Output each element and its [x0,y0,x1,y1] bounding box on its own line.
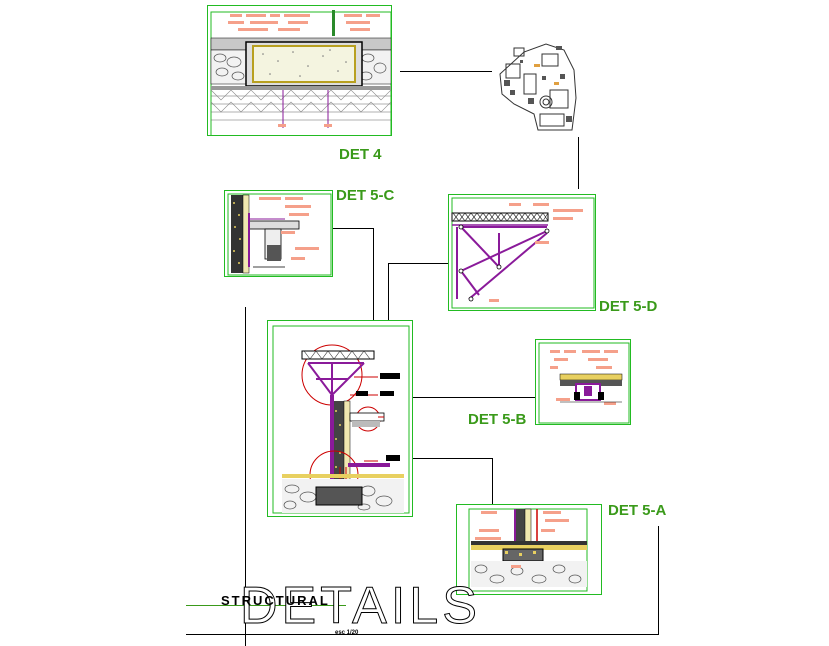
det5a-panel [456,504,602,595]
det5d-panel [448,194,596,311]
det4-drawing [210,10,391,135]
connector-line [388,263,450,264]
det5b-panel [535,339,631,425]
connector-line [400,71,492,72]
det5b-label: DET 5-B [468,411,527,428]
plan-key-thumbnail [494,34,580,134]
det4-panel [207,5,392,136]
title-scale: esc 1/20 [335,630,359,636]
det5a-drawing [468,508,588,592]
connector-line [413,397,535,398]
connector-line [413,458,493,459]
det5d-drawing [451,197,595,309]
connector-line [388,263,389,320]
det5c-label: DET 5-C [336,187,395,204]
connector-line [245,307,246,646]
det5c-drawing [227,193,332,276]
connector-line [578,137,579,189]
det5d-label: DET 5-D [599,298,658,315]
main-section-panel [267,320,413,517]
connector-line [373,228,374,320]
connector-line [658,526,659,634]
connector-line [186,634,659,635]
title-structural: STRUCTURAL [221,593,330,608]
det5b-drawing [538,342,630,424]
det4-label: DET 4 [339,146,382,163]
title-details: DETAILS [240,577,481,635]
plan-key-drawing [499,43,577,131]
det5c-panel [224,190,333,277]
det5a-label: DET 5-A [608,502,667,519]
connector-line [492,458,493,504]
title-underline [186,605,346,606]
main-section-drawing [272,325,410,514]
connector-line [333,228,373,229]
